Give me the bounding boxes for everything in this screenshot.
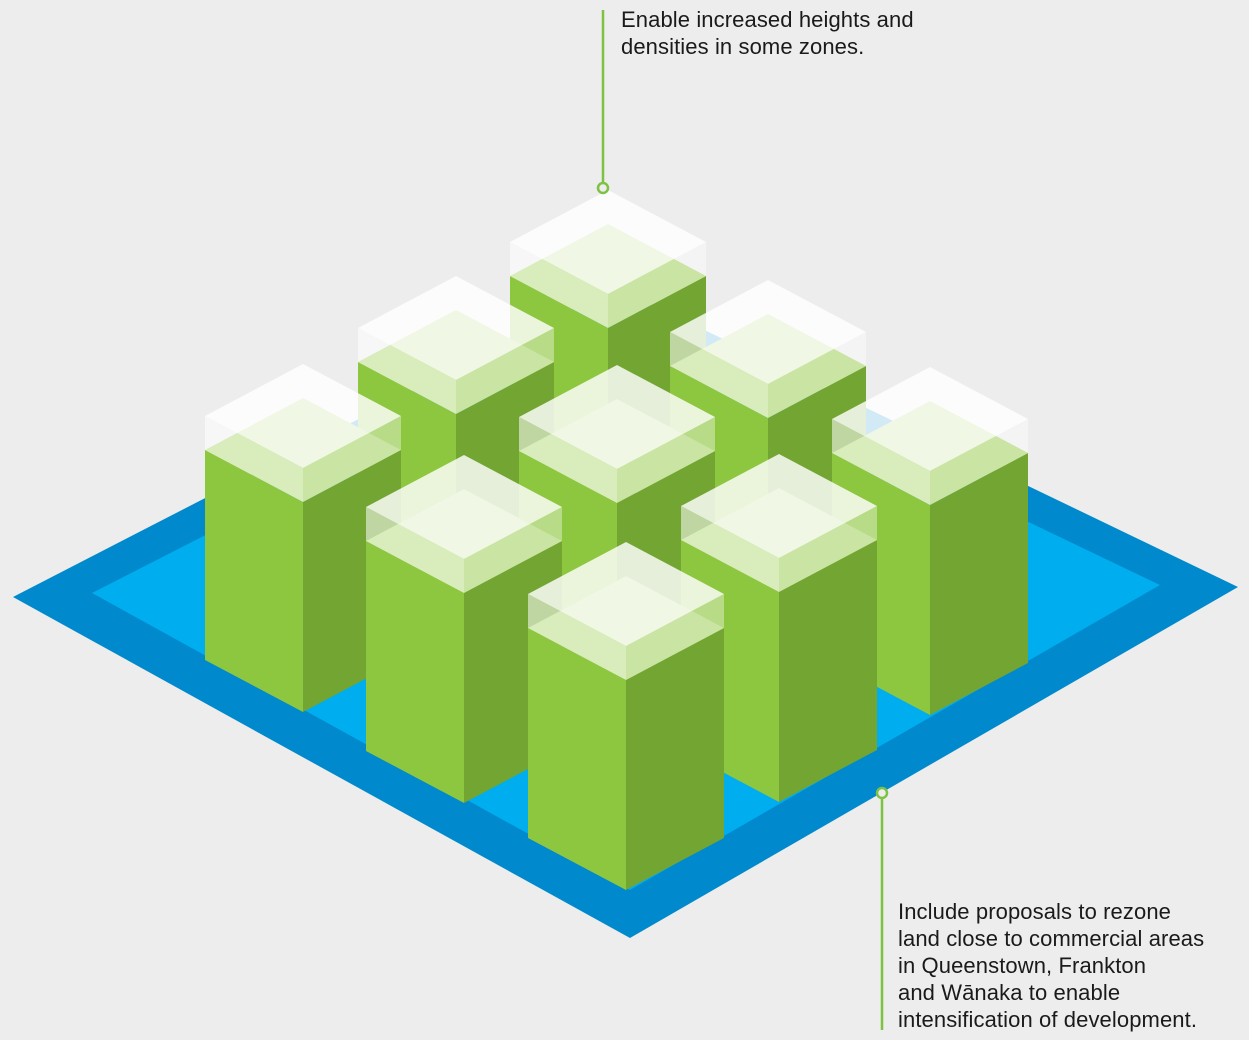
block-1-glass-top — [510, 190, 706, 294]
block-3-glass-left — [670, 332, 768, 418]
block-1-glass-right — [608, 242, 706, 328]
block-9-left-face — [528, 628, 626, 890]
callout-bottom-text: Include proposals to rezone land close t… — [898, 898, 1204, 1033]
callout-top-line-2: densities in some zones. — [621, 34, 865, 59]
block-8-glass-top — [681, 454, 877, 558]
callout-top-line-1: Enable increased heights and — [621, 7, 914, 32]
callout-top-leader — [596, 10, 610, 195]
block-5-glass-left — [519, 417, 617, 503]
building-blocks — [205, 190, 1028, 890]
block-9-right-face — [626, 628, 724, 890]
block-7-glass-left — [366, 507, 464, 593]
block-5-glass-right — [617, 417, 715, 503]
block-9-glass-left — [528, 594, 626, 680]
callout-top-text: Enable increased heights and densities i… — [621, 6, 914, 60]
block-9-glass-right — [626, 594, 724, 680]
block-4-glass-top — [205, 364, 401, 468]
block-4-glass-right — [303, 416, 401, 502]
block-8-glass-left — [681, 506, 779, 592]
callout-bottom-line-1: Include proposals to rezone — [898, 899, 1171, 924]
block-1-glass-left — [510, 242, 608, 328]
block-9-glass-top — [528, 542, 724, 646]
block-3-glass-top — [670, 280, 866, 384]
callout-bottom-line-4: and Wānaka to enable — [898, 980, 1121, 1005]
block-6-right-face — [930, 453, 1028, 715]
block-3-glass-right — [768, 332, 866, 418]
callout-top-dot — [596, 181, 610, 195]
callout-bottom-leader — [875, 786, 889, 1030]
callout-bottom-line-3: in Queenstown, Frankton — [898, 953, 1147, 978]
block-7-glass-top — [366, 455, 562, 559]
block-7-left-face — [366, 541, 464, 803]
block-4-glass-left — [205, 416, 303, 502]
block-6-glass-right — [930, 419, 1028, 505]
block-6-glass-top — [832, 367, 1028, 471]
block-4-left-face — [205, 450, 303, 712]
callout-bottom-dot — [875, 786, 889, 800]
block-8-right-face — [779, 540, 877, 802]
callout-bottom-line-2: land close to commercial areas — [898, 926, 1205, 951]
block-7-glass-right — [464, 507, 562, 593]
callout-bottom-line-5: intensification of development. — [898, 1007, 1198, 1032]
block-2-glass-left — [358, 328, 456, 414]
block-2-glass-top — [358, 276, 554, 380]
block-5-glass-top — [519, 365, 715, 469]
block-2-glass-right — [456, 328, 554, 414]
block-8-glass-right — [779, 506, 877, 592]
block-6-glass-left — [832, 419, 930, 505]
